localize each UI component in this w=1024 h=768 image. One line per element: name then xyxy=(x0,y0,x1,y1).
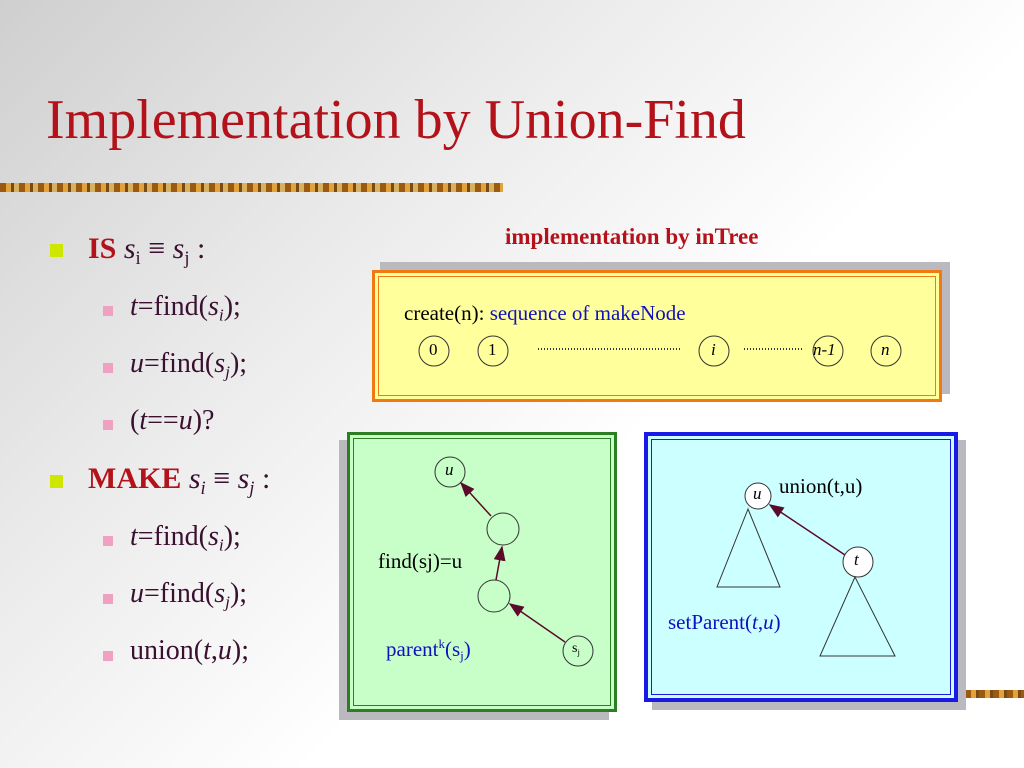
sub-bullet-marker xyxy=(103,594,113,604)
parent-arrow xyxy=(459,481,492,517)
t-root-node xyxy=(842,546,874,578)
slide-title: Implementation by Union-Find xyxy=(46,89,746,151)
is-heading: IS si ≡ sj : xyxy=(88,232,206,269)
panel-inner-border xyxy=(353,438,611,706)
union-arrow xyxy=(768,504,846,556)
u-node-label: u xyxy=(753,484,762,503)
sub-bullet-marker xyxy=(103,651,113,661)
t-node-label: t xyxy=(854,550,859,569)
node-label: n-1 xyxy=(813,340,836,359)
parent-label: parentk(sj) xyxy=(386,636,471,664)
panel-inner-border xyxy=(651,439,951,695)
root-label: u xyxy=(445,460,454,479)
root-node xyxy=(434,456,466,488)
node-circle xyxy=(812,335,844,367)
node-circle xyxy=(418,335,450,367)
node-label: 1 xyxy=(488,340,497,359)
panel-inner-border xyxy=(378,276,936,396)
make-find-u: u=find(sj); xyxy=(130,578,248,612)
leaf-node xyxy=(562,635,594,667)
make-find-t: t=find(si); xyxy=(130,521,241,555)
sub-bullet-marker xyxy=(103,420,113,430)
find-label: find(sj)=u xyxy=(378,549,463,573)
sub-bullet-marker xyxy=(103,536,113,546)
chain-node xyxy=(486,512,520,546)
node-label: 0 xyxy=(429,340,438,359)
node-label: n xyxy=(881,340,890,359)
node-circle xyxy=(698,335,730,367)
setparent-label: setParent(t,u) xyxy=(668,610,781,634)
leaf-label: sj xyxy=(572,641,580,657)
u-root-node xyxy=(744,482,772,510)
is-find-u: u=find(sj); xyxy=(130,348,248,382)
chain-node xyxy=(477,579,511,613)
t-tree xyxy=(819,575,896,657)
intree-heading: implementation by inTree xyxy=(505,224,759,249)
node-circle xyxy=(477,335,509,367)
parent-arrow xyxy=(493,545,506,581)
title-divider xyxy=(0,183,503,192)
parent-arrow xyxy=(508,603,566,643)
union-panel xyxy=(644,432,958,702)
bottom-divider xyxy=(965,690,1024,698)
create-panel xyxy=(372,270,942,402)
make-union: union(t,u); xyxy=(130,635,249,666)
u-tree xyxy=(716,507,781,588)
find-panel xyxy=(347,432,617,712)
is-find-t: t=find(si); xyxy=(130,291,241,325)
union-label: union(t,u) xyxy=(779,474,863,498)
bullet-marker xyxy=(50,475,63,488)
sub-bullet-marker xyxy=(103,363,113,373)
is-compare: (t==u)? xyxy=(130,405,215,436)
node-label: i xyxy=(711,340,716,359)
make-heading: MAKE si ≡ sj : xyxy=(88,462,271,499)
create-line: create(n): sequence of makeNode xyxy=(404,301,686,325)
bullet-marker xyxy=(50,244,63,257)
node-circle xyxy=(870,335,902,367)
sub-bullet-marker xyxy=(103,306,113,316)
